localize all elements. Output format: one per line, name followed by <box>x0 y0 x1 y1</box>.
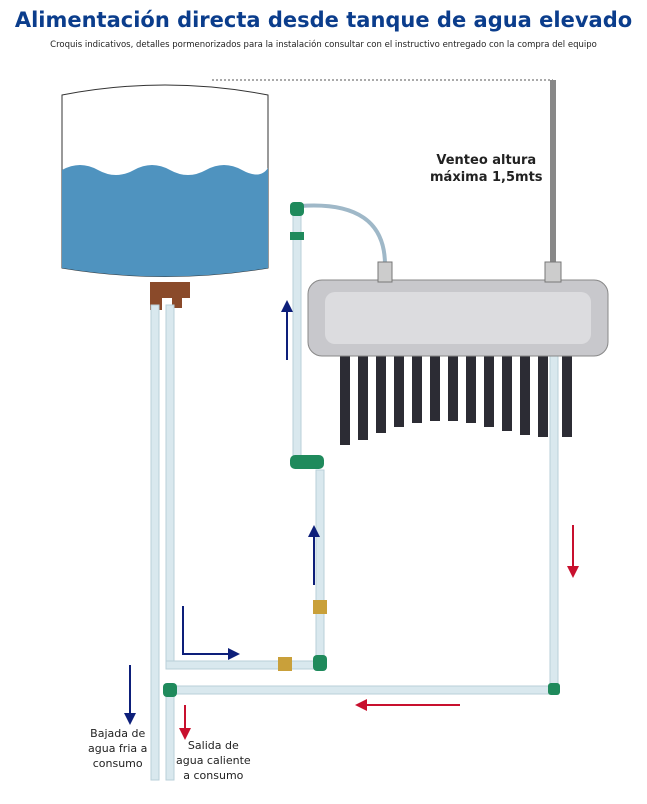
cold-label-line: Bajada de <box>90 727 146 740</box>
cold-water-label: Bajada de agua fria a consumo <box>88 726 147 771</box>
cold-label-line: consumo <box>92 757 143 770</box>
cold-label-line: agua fria a <box>88 742 148 755</box>
vent-pipe <box>550 80 556 265</box>
cold-flow-arrows <box>124 300 320 725</box>
vent-label-line: máxima 1,5mts <box>430 170 543 185</box>
valve <box>278 657 292 671</box>
solar-collector <box>307 261 609 445</box>
hot-label-line: a consumo <box>183 769 244 782</box>
tank-water <box>62 165 268 277</box>
vent-hose <box>299 203 387 266</box>
vent-label-line: Venteo altura <box>436 153 537 168</box>
valve <box>313 600 327 614</box>
tank-outlet-fitting <box>150 282 190 310</box>
water-tank <box>61 84 269 310</box>
page-title: Alimentación directa desde tanque de agu… <box>14 8 633 32</box>
page-subtitle: Croquis indicativos, detalles pormenoriz… <box>50 40 597 50</box>
hot-water-label: Salida de agua caliente a consumo <box>176 738 251 783</box>
hot-label-line: Salida de <box>187 739 239 752</box>
fittings <box>163 202 560 697</box>
hot-label-line: agua caliente <box>176 754 251 767</box>
pipes <box>150 209 559 781</box>
hot-flow-arrows <box>179 525 579 740</box>
vent-height-label: Venteo altura máxima 1,5mts <box>430 152 543 186</box>
vacuum-tubes <box>340 345 572 445</box>
